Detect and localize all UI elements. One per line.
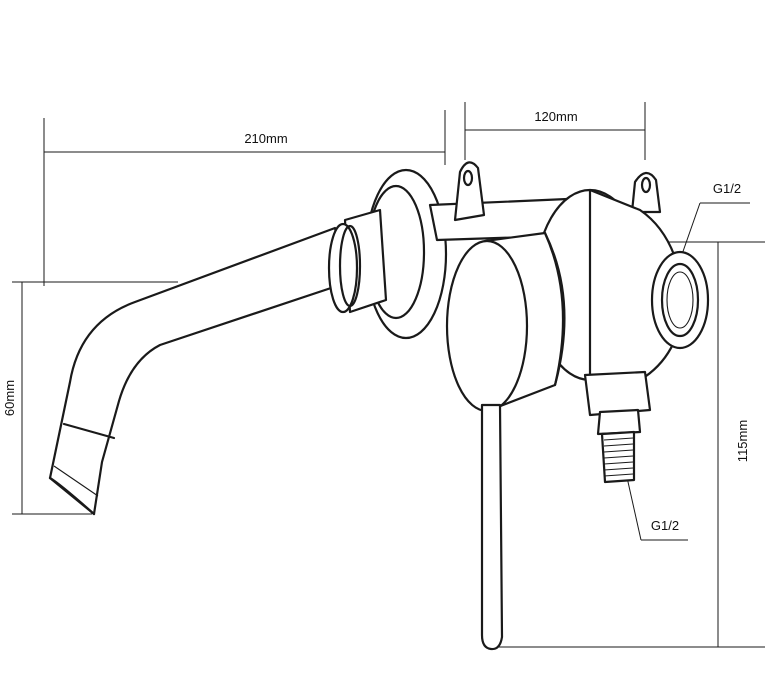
dimension-115mm-label: 115mm [735, 420, 750, 462]
thread-lines [603, 437, 634, 477]
mixer-handle [445, 231, 566, 651]
dimension-120mm-label: 120mm [534, 109, 577, 124]
dimension-lines [12, 102, 765, 648]
dimension-210mm-label: 210mm [244, 131, 287, 146]
dimension-60mm-label: 60mm [2, 380, 17, 416]
bottom-inlet-thread-label: G1/2 [651, 518, 679, 533]
spout-collar [327, 168, 448, 340]
side-inlet-thread-label: G1/2 [713, 181, 741, 196]
spout [48, 226, 348, 516]
